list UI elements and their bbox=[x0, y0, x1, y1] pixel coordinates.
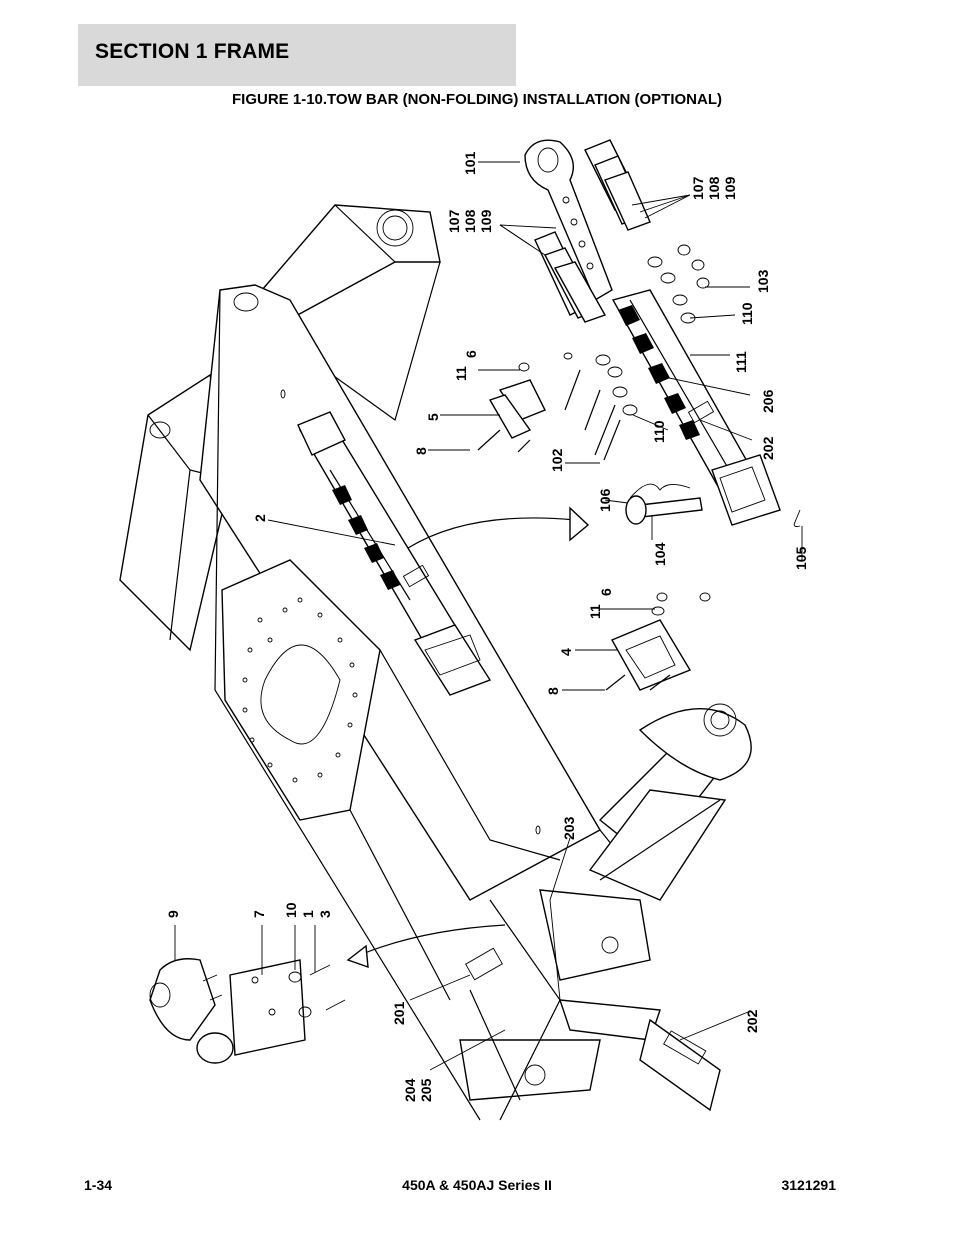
callout-204: 204 bbox=[402, 1078, 418, 1102]
callout-103: 103 bbox=[755, 269, 771, 293]
callout-107-top: 107 bbox=[690, 176, 706, 200]
callout-8-mid: 8 bbox=[545, 687, 561, 695]
callout-6-mid: 6 bbox=[598, 588, 614, 596]
callout-105: 105 bbox=[793, 546, 809, 570]
callout-11-top: 11 bbox=[453, 366, 469, 381]
arrow-to-tow-bar bbox=[407, 517, 576, 549]
callout-110-top: 110 bbox=[739, 302, 755, 325]
callout-107-left: 107 bbox=[446, 209, 462, 233]
callout-108-left: 108 bbox=[462, 209, 478, 233]
arrow-head-tow-bar bbox=[569, 506, 590, 542]
callout-1: 1 bbox=[300, 910, 316, 918]
callout-110-mid: 110 bbox=[651, 420, 667, 443]
callout-8-top: 8 bbox=[413, 447, 429, 455]
hitch-detail bbox=[149, 958, 346, 1064]
arrow-to-hitch bbox=[359, 924, 506, 956]
callout-2: 2 bbox=[252, 514, 268, 522]
document-number: 3121291 bbox=[781, 1177, 836, 1193]
callout-202-bottom: 202 bbox=[744, 1009, 760, 1033]
tow-bar-exploded bbox=[477, 139, 801, 691]
callout-11-mid: 11 bbox=[587, 604, 603, 619]
main-frame bbox=[119, 204, 641, 1121]
callout-109-top: 109 bbox=[722, 176, 738, 200]
callout-labels: 101 107 108 109 107 108 109 103 110 111 … bbox=[165, 151, 809, 1102]
callout-10: 10 bbox=[283, 902, 299, 918]
model-name: 450A & 450AJ Series II bbox=[402, 1177, 552, 1193]
callout-4: 4 bbox=[558, 648, 574, 656]
callout-102: 102 bbox=[549, 448, 565, 472]
callout-202-top: 202 bbox=[760, 436, 776, 460]
callout-9: 9 bbox=[165, 910, 181, 918]
callout-7: 7 bbox=[251, 910, 267, 918]
callout-106: 106 bbox=[597, 488, 613, 512]
section-banner bbox=[78, 24, 516, 86]
section-title: SECTION 1 FRAME bbox=[95, 40, 290, 63]
callout-205: 205 bbox=[418, 1078, 434, 1102]
callout-101: 101 bbox=[462, 151, 478, 175]
callout-206: 206 bbox=[760, 389, 776, 413]
callout-104: 104 bbox=[652, 542, 668, 566]
arrow-head-hitch bbox=[346, 944, 369, 969]
callout-3: 3 bbox=[317, 910, 333, 918]
callout-109-left: 109 bbox=[478, 209, 494, 233]
callout-5: 5 bbox=[425, 413, 441, 421]
leader-lines bbox=[174, 161, 803, 1071]
axle-assembly bbox=[459, 703, 752, 1121]
page-number: 1-34 bbox=[84, 1177, 113, 1193]
figure-title: FIGURE 1-10.TOW BAR (NON-FOLDING) INSTAL… bbox=[232, 91, 722, 108]
callout-6-top: 6 bbox=[463, 350, 479, 358]
callout-108-top: 108 bbox=[706, 176, 722, 200]
callout-203: 203 bbox=[561, 816, 577, 840]
callout-201: 201 bbox=[391, 1001, 407, 1025]
callout-111: 111 bbox=[733, 351, 749, 373]
